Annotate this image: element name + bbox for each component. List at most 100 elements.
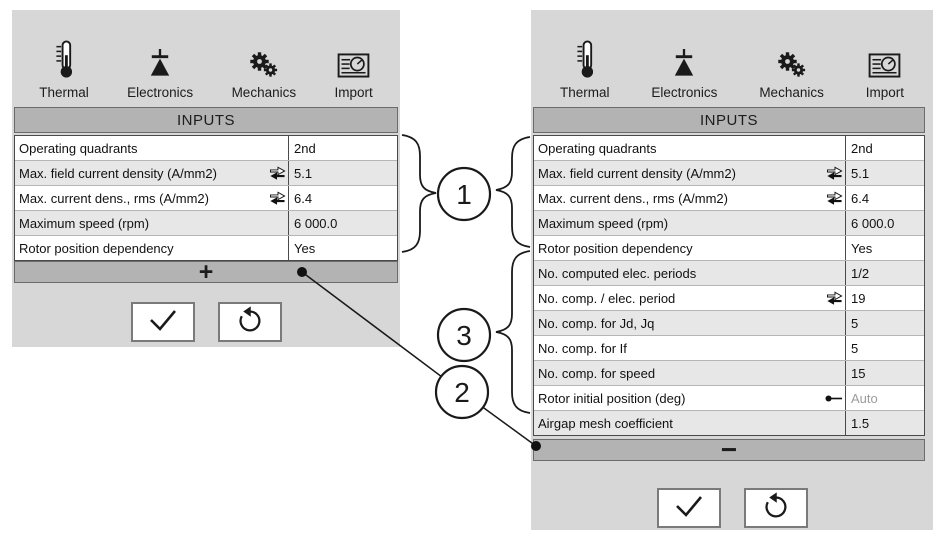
row-label: Max. current dens., rms (A/mm2) (538, 190, 728, 206)
table-row: No. comp. for speed 15 (534, 360, 924, 385)
tool-label: Electronics (651, 85, 718, 100)
inputs-panel-expanded: Thermal Electronics (531, 10, 933, 530)
row-label: Airgap mesh coefficient (538, 415, 673, 431)
thermometer-icon (574, 36, 596, 78)
table-row: No. comp. / elec. period 19 (534, 285, 924, 310)
tool-thermal[interactable]: Thermal (559, 36, 610, 100)
brace-right-main-rows (495, 136, 531, 248)
inputs-panel-collapsed: Thermal Electronics (12, 10, 400, 347)
row-label: No. comp. for speed (538, 365, 656, 381)
table-row: Max. field current density (A/mm2) 5.1 (15, 160, 397, 185)
check-icon (671, 492, 707, 525)
row-value[interactable]: 6 000.0 (845, 211, 924, 235)
row-label: Rotor position dependency (19, 240, 174, 256)
exchange-arrows-icon (826, 191, 843, 206)
tool-electronics[interactable]: Electronics (651, 36, 717, 100)
exchange-arrows-icon (826, 166, 843, 181)
diode-icon (147, 36, 173, 78)
action-buttons (531, 488, 933, 528)
table-row: Rotor initial position (deg) Auto (534, 385, 924, 410)
check-icon (145, 306, 181, 339)
gears-icon (776, 36, 807, 78)
row-value[interactable]: 19 (845, 286, 924, 310)
row-value[interactable]: 5.1 (288, 161, 397, 185)
row-value[interactable]: 6.4 (845, 186, 924, 210)
tool-electronics[interactable]: Electronics (127, 36, 193, 100)
inputs-table-header: INPUTS (14, 107, 398, 133)
tool-import[interactable]: Import (335, 36, 373, 100)
row-label: Maximum speed (rpm) (538, 215, 669, 231)
table-row: Rotor position dependency Yes (15, 235, 397, 260)
brace-right-advanced-rows (495, 250, 531, 414)
tool-label: Mechanics (231, 85, 297, 100)
row-value[interactable]: 2nd (288, 136, 397, 160)
row-value[interactable]: 6 000.0 (288, 211, 397, 235)
callout-circle-2 (434, 364, 490, 420)
tool-thermal[interactable]: Thermal (39, 36, 89, 100)
tool-label: Mechanics (759, 85, 824, 100)
row-label: Rotor position dependency (538, 240, 693, 256)
reset-button[interactable] (217, 302, 282, 342)
row-value[interactable]: Yes (288, 236, 397, 260)
table-row: Rotor position dependency Yes (534, 235, 924, 260)
undo-circular-arrow-icon (760, 490, 792, 527)
callout-line-2-to-minus (461, 391, 537, 447)
reset-button[interactable] (743, 488, 808, 528)
table-row: No. computed elec. periods 1/2 (534, 260, 924, 285)
table-row: Maximum speed (rpm) 6 000.0 (15, 210, 397, 235)
expand-advanced-inputs-bar[interactable]: + (14, 260, 398, 285)
callout-number-1: 1 (456, 179, 472, 210)
brace-left-main-rows (401, 134, 437, 253)
inputs-table: Operating quadrants 2nd Max. field curre… (14, 135, 398, 261)
row-label: No. comp. for If (538, 340, 627, 356)
row-label: Max. field current density (A/mm2) (19, 165, 217, 181)
inputs-table: Operating quadrants 2nd Max. field curre… (533, 135, 925, 436)
row-label: Operating quadrants (19, 140, 138, 156)
tool-label: Import (334, 85, 373, 100)
callout-circle-1 (436, 166, 492, 222)
row-label: Operating quadrants (538, 140, 657, 156)
import-document-icon (337, 36, 370, 78)
table-row: Max. field current density (A/mm2) 5.1 (534, 160, 924, 185)
row-label: Maximum speed (rpm) (19, 215, 150, 231)
action-buttons (12, 302, 400, 342)
row-value[interactable]: 1/2 (845, 261, 924, 285)
table-row: Operating quadrants 2nd (15, 136, 397, 160)
row-label: No. computed elec. periods (538, 265, 697, 281)
table-row: Maximum speed (rpm) 6 000.0 (534, 210, 924, 235)
row-label: No. comp. for Jd, Jq (538, 315, 655, 331)
row-label: No. comp. / elec. period (538, 290, 676, 306)
callout-circle-3 (436, 307, 492, 363)
import-document-icon (868, 36, 901, 78)
row-value[interactable]: 1.5 (845, 411, 924, 435)
row-value[interactable]: 5.1 (845, 161, 924, 185)
confirm-button[interactable] (656, 488, 721, 528)
row-value[interactable]: 5 (845, 311, 924, 335)
row-value[interactable]: 6.4 (288, 186, 397, 210)
row-value[interactable]: 5 (845, 336, 924, 360)
toolbar: Thermal Electronics (539, 18, 925, 100)
tool-label: Thermal (559, 85, 610, 100)
table-row: Max. current dens., rms (A/mm2) 6.4 (15, 185, 397, 210)
pin-slider-icon (824, 394, 843, 403)
row-value[interactable]: Auto (845, 386, 924, 410)
table-row: Operating quadrants 2nd (534, 136, 924, 160)
tool-mechanics[interactable]: Mechanics (759, 36, 824, 100)
confirm-button[interactable] (130, 302, 195, 342)
table-row: Max. current dens., rms (A/mm2) 6.4 (534, 185, 924, 210)
diode-icon (671, 36, 697, 78)
row-value[interactable]: 15 (845, 361, 924, 385)
collapse-advanced-inputs-bar[interactable]: − (533, 436, 925, 464)
tool-mechanics[interactable]: Mechanics (231, 36, 297, 100)
exchange-arrows-icon (826, 291, 843, 306)
exchange-arrows-icon (269, 166, 286, 181)
tool-label: Thermal (39, 85, 89, 100)
row-label: Rotor initial position (deg) (538, 390, 686, 406)
tool-import[interactable]: Import (866, 36, 904, 100)
row-value[interactable]: Yes (845, 236, 924, 260)
table-row: No. comp. for If 5 (534, 335, 924, 360)
tool-label: Import (865, 85, 905, 100)
gears-icon (248, 36, 279, 78)
row-value[interactable]: 2nd (845, 136, 924, 160)
toolbar: Thermal Electronics (20, 18, 392, 100)
